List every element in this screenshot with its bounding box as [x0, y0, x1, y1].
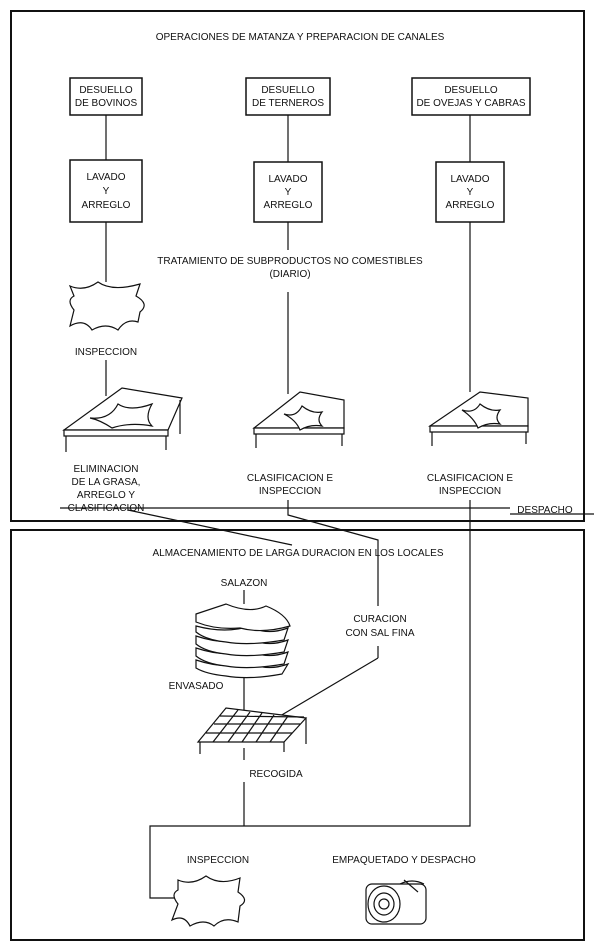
- salting-label: SALAZON: [221, 578, 268, 589]
- byproducts-label-2: (DIARIO): [269, 269, 310, 280]
- slaughter-title: OPERACIONES DE MATANZA Y PREPARACION DE …: [156, 32, 445, 43]
- ovejas-wash-label-2: Y: [467, 187, 474, 198]
- bovinos-to-storage-line: [127, 509, 293, 546]
- bovinos-flay-box: [69, 77, 143, 116]
- terneros-flay-label-2: DE TERNEROS: [252, 98, 324, 109]
- bovinos-hide-icon: [68, 281, 145, 331]
- terneros-classify-label-2: INSPECCION: [259, 486, 321, 497]
- curing-label-2: CON SAL FINA: [345, 628, 414, 639]
- bovinos-table-icon: [62, 387, 183, 452]
- packing-label: ENVASADO: [169, 681, 224, 692]
- bovinos-wash-label-2: Y: [103, 186, 110, 197]
- terneros-wash-label-1: LAVADO: [268, 174, 307, 185]
- ovejas-flay-box: [411, 77, 531, 116]
- storage-panel: [10, 529, 585, 941]
- final-inspection-label: INSPECCION: [187, 855, 249, 866]
- terneros-table-icon: [252, 391, 345, 448]
- ovejas-classify-label-2: INSPECCION: [439, 486, 501, 497]
- ovejas-to-packaging-line: [149, 500, 471, 899]
- terneros-to-curing-line: [287, 500, 379, 606]
- bovinos-wash-label-3: ARREGLO: [82, 200, 131, 211]
- ovejas-wash-label-1: LAVADO: [450, 174, 489, 185]
- drying-grid-icon: [196, 707, 308, 754]
- bovinos-inspect-label: INSPECCION: [75, 347, 137, 358]
- ovejas-flay-label-1: DESUELLO: [444, 85, 498, 96]
- bovinos-flay-label-1: DESUELLO: [79, 85, 133, 96]
- curing-diag-line: [279, 657, 379, 717]
- packaging-label: EMPAQUETADO Y DESPACHO: [332, 855, 476, 866]
- storage-title: ALMACENAMIENTO DE LARGA DURACION EN LOS …: [152, 548, 443, 559]
- ovejas-wash-label-3: ARREGLO: [446, 200, 495, 211]
- final-hide-icon: [170, 875, 246, 927]
- ovejas-table-icon: [428, 391, 529, 446]
- terneros-wash-label-2: Y: [285, 187, 292, 198]
- bovinos-trim-label-3: ARREGLO Y: [77, 490, 135, 501]
- terneros-wash-box: [253, 161, 323, 223]
- rolled-hide-bundle-icon: [365, 879, 427, 925]
- bovinos-trim-label-2: DE LA GRASA,: [72, 477, 141, 488]
- terneros-flay-box: [245, 77, 331, 116]
- bovinos-wash-box: [69, 159, 143, 223]
- collection-label: RECOGIDA: [249, 769, 303, 780]
- ovejas-wash-box: [435, 161, 505, 223]
- bovinos-flay-label-2: DE BOVINOS: [75, 98, 138, 109]
- bovinos-wash-label-1: LAVADO: [86, 172, 125, 183]
- dispatch-label: DESPACHO: [517, 505, 573, 516]
- curing-label-1: CURACION: [353, 614, 406, 625]
- ovejas-classify-label-1: CLASIFICACION E: [427, 473, 513, 484]
- terneros-flay-label-1: DESUELLO: [261, 85, 315, 96]
- byproducts-label-1: TRATAMIENTO DE SUBPRODUCTOS NO COMESTIBL…: [157, 256, 423, 267]
- salted-hide-stack-icon: [195, 603, 291, 679]
- ovejas-flay-label-2: DE OVEJAS Y CABRAS: [416, 98, 525, 109]
- slaughter-panel: [10, 10, 585, 522]
- terneros-classify-label-1: CLASIFICACION E: [247, 473, 333, 484]
- bovinos-trim-label-4: CLASIFICACION: [68, 503, 145, 514]
- terneros-wash-label-3: ARREGLO: [264, 200, 313, 211]
- bovinos-trim-label-1: ELIMINACION: [73, 464, 138, 475]
